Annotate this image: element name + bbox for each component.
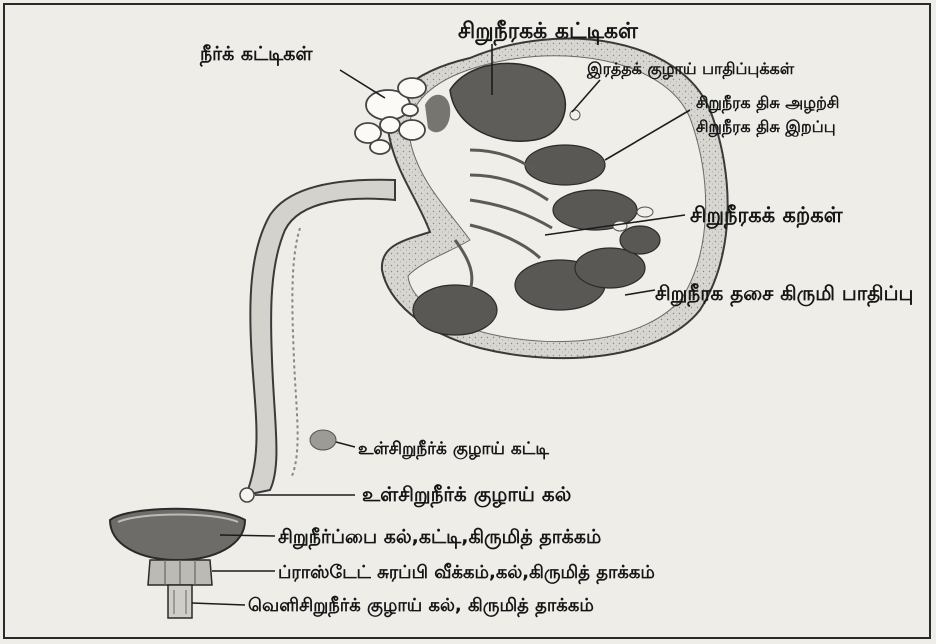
prostate bbox=[148, 560, 212, 585]
label-kidney-stones: சிறுநீரகக் கற்கள் bbox=[690, 203, 844, 230]
label-vessel-damage: இரத்தக் குழாய் பாதிப்புக்கள் bbox=[586, 59, 795, 80]
label-tissue-inflammation: சிறுநீரக திசு அழற்சி bbox=[696, 93, 839, 113]
urethra bbox=[168, 585, 192, 618]
ureter-tumor-mark bbox=[310, 430, 336, 450]
label-ureter-stone: உள்சிறுநீர்க் குழாய் கல் bbox=[362, 482, 571, 508]
label-urethra: வெளிசிறுநீர்க் குழாய் கல், கிருமித் தாக்… bbox=[248, 595, 594, 618]
label-ureter-tumor: உள்சிறுநீர்க் குழாய் கட்டி bbox=[358, 439, 549, 459]
label-muscle-infection: சிறுநீரக தசை கிருமி பாதிப்பு bbox=[655, 281, 913, 307]
label-tissue-necrosis: சிறுநீரக திசு இறப்பு bbox=[696, 117, 836, 137]
label-tumors: சிறுநீரகக் கட்டிகள் bbox=[458, 19, 639, 46]
label-bladder: சிறுநீர்ப்பை கல்,கட்டி,கிருமித் தாக்கம் bbox=[278, 526, 601, 550]
label-prostate: ப்ராஸ்டேட் சுரப்பி வீக்கம்,கல்,கிருமித் … bbox=[278, 562, 655, 585]
label-cysts: நீர்க் கட்டிகள் bbox=[199, 43, 313, 67]
ureter-stone-mark bbox=[240, 488, 254, 502]
